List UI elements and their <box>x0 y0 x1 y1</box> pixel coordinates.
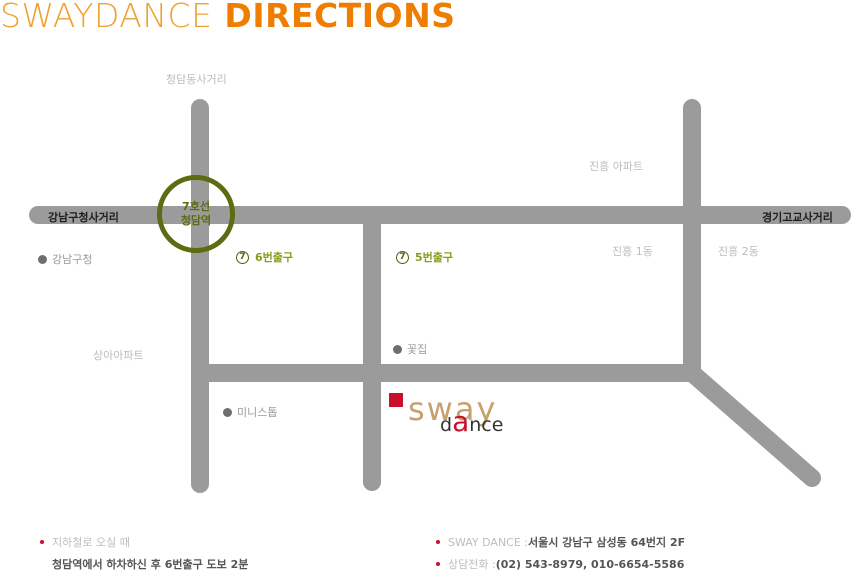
logo-dance-text: dance <box>440 408 504 436</box>
exit-5: 7 5번출구 <box>396 249 453 265</box>
page-title: SWAYDANCE DIRECTIONS <box>0 0 456 35</box>
subway-station-ring <box>157 175 235 253</box>
street-top-label: 청담동사거리 <box>166 73 227 86</box>
subway-station-label: 7호선 청담역 <box>156 200 236 228</box>
exit-6: 7 6번출구 <box>236 249 293 265</box>
street-right-label: 경기고교사거리 <box>762 211 833 224</box>
title-part2: DIRECTIONS <box>212 0 456 35</box>
location-dot-icon <box>38 254 47 264</box>
landmark-sanga-apt: 상아아파트 <box>93 349 144 362</box>
phone-label: 상담전화 : <box>448 558 496 571</box>
poi-gangnam-office: 강남구청 <box>38 251 92 267</box>
phone-info: 상담전화 : (02) 543-8979, 010-6654-5586 <box>436 556 684 572</box>
subway-directions: 청담역에서 하차하신 후 6번출구 도보 2분 <box>52 556 248 572</box>
road-diagonal <box>683 364 821 487</box>
landmark-jinheung-1: 진흥 1동 <box>612 245 653 258</box>
poi-label: 강남구청 <box>52 253 93 266</box>
title-part1: SWAYDANCE <box>0 0 213 35</box>
poi-flower-shop: 꽃집 <box>393 341 427 357</box>
logo-dance-d: d <box>440 414 453 436</box>
subway-info-label: 지하철로 오실 때 <box>52 536 130 549</box>
poi-label: 꽃집 <box>407 343 428 356</box>
address-value: 서울시 강남구 삼성동 64번지 2F <box>528 536 686 549</box>
poi-ministop: 미니스톱 <box>223 404 277 420</box>
station-line: 7호선 <box>182 200 210 213</box>
exit-label: 6번출구 <box>255 251 294 264</box>
address-label: SWAY DANCE : <box>448 535 529 549</box>
station-name: 청담역 <box>180 214 212 227</box>
landmark-jinheung-apt: 진흥 아파트 <box>589 160 644 173</box>
address-info: SWAY DANCE : 서울시 강남구 삼성동 64번지 2F <box>436 534 685 550</box>
location-dot-icon <box>223 407 232 417</box>
line7-badge-icon: 7 <box>236 250 249 264</box>
logo-dance-rest: nce <box>469 414 504 436</box>
bullet-icon <box>436 562 440 566</box>
sway-location-marker-icon <box>389 393 403 407</box>
bullet-icon <box>40 540 44 544</box>
street-left-label: 강남구청사거리 <box>48 211 119 224</box>
poi-label: 미니스톱 <box>237 406 278 419</box>
subway-directions-text: 청담역에서 하차하신 후 6번출구 도보 2분 <box>52 558 249 571</box>
exit-label: 5번출구 <box>415 251 454 264</box>
logo-dance-a: a <box>452 405 470 438</box>
phone-value: (02) 543-8979, 010-6654-5586 <box>495 557 685 571</box>
subway-info: 지하철로 오실 때 <box>40 534 130 550</box>
logo-sway-text: sway <box>408 390 498 428</box>
location-dot-icon <box>393 344 402 354</box>
landmark-jinheung-2: 진흥 2동 <box>718 245 759 258</box>
line7-badge-icon: 7 <box>396 250 409 264</box>
bullet-icon <box>436 540 440 544</box>
